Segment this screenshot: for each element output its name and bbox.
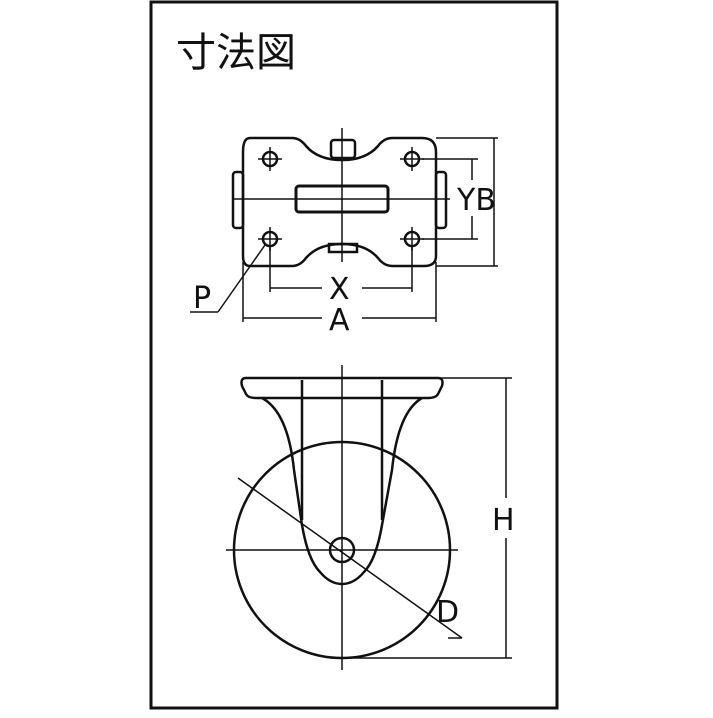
label-d: D (436, 595, 459, 630)
label-h: H (492, 503, 515, 538)
label-p: P (193, 281, 211, 316)
bottom-stud (327, 242, 359, 254)
drawing-frame (149, 0, 559, 710)
d-dimension (237, 477, 463, 639)
side-view-centerlines (226, 365, 458, 670)
label-x: X (329, 272, 350, 307)
yb-dimension (422, 137, 498, 267)
top-plate (240, 376, 444, 400)
h-dimension (342, 377, 512, 659)
a-dimension (242, 262, 437, 322)
left-flange (231, 170, 245, 230)
drawing-title: 寸法図 (176, 30, 296, 76)
p-leader (190, 244, 266, 313)
x-dimension (269, 247, 413, 292)
label-yb: YB (456, 183, 496, 218)
label-a: A (329, 303, 350, 338)
right-flange (434, 170, 448, 230)
top-stud (329, 138, 357, 160)
